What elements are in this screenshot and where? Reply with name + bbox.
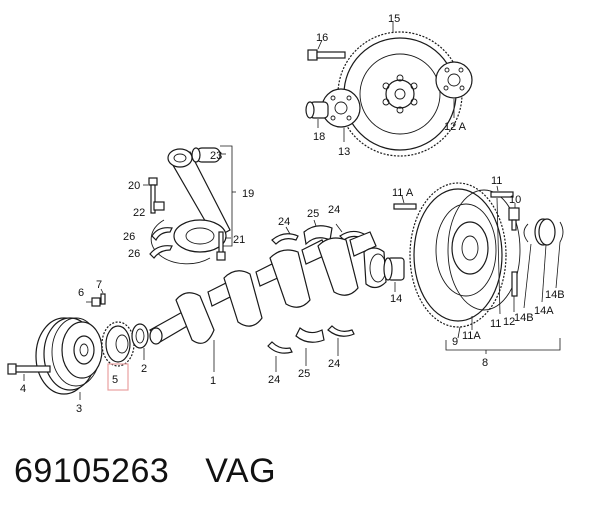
label-2: 2 [141,363,147,375]
label-14b-a: 14B [514,312,534,324]
bearing-shell-part-26 [149,227,173,259]
bolt-part-11a [393,195,417,210]
label-13: 13 [338,146,350,158]
label-7: 7 [96,279,102,291]
label-22: 22 [133,207,145,219]
label-14: 14 [390,293,402,305]
bolt-part-16 [307,39,346,61]
label-18: 18 [313,131,325,143]
label-26-b: 26 [128,248,140,260]
key-part-7 [100,288,106,305]
pulley-part-3 [35,317,103,400]
spring-part-14a [534,218,556,246]
seal-part-2 [131,323,149,360]
label-21: 21 [233,234,245,246]
label-20: 20 [128,180,140,192]
label-15: 15 [388,13,400,25]
bolt-part-4 [7,363,51,381]
bolt-part-6 [86,297,101,307]
label-11a-top: 11 A [392,187,414,199]
bush-part-23 [191,147,226,163]
label-4: 4 [20,383,26,395]
label-3: 3 [76,403,82,415]
label-1: 1 [210,375,216,387]
label-11-top: 11 [491,175,502,187]
part-number: 69105263 [14,452,170,490]
label-19: 19 [242,188,254,200]
label-8: 8 [482,357,488,369]
crankshaft-part-1 [149,231,387,372]
label-9: 9 [452,336,458,348]
nut-part-22 [153,201,165,211]
label-25-a: 25 [307,208,319,220]
connecting-rod-part-19 [150,145,236,265]
bolt-part-11 [490,185,514,198]
brand-name: VAG [205,452,277,490]
label-24-b: 24 [328,204,340,216]
label-24-a: 24 [278,216,290,228]
highlight-box-part-5 [107,363,129,391]
label-26-a: 26 [123,231,135,243]
bolt-part-10 [508,203,520,231]
flywheel-part-15 [337,31,463,157]
bolt-part-20 [143,177,158,214]
bolt-part-21 [216,231,231,261]
label-14b-b: 14B [545,289,565,301]
label-10: 10 [509,194,521,206]
plate-part-12a [435,61,473,118]
washer-part-12 [511,271,518,297]
label-24-d: 24 [328,358,340,370]
label-11-bottom: 11 [490,318,501,330]
label-24-c: 24 [268,374,280,386]
label-11a-bottom: 11A [462,330,481,342]
main-bearing-shells-bottom [267,325,355,372]
label-14a: 14A [534,305,554,317]
label-12: 12 [503,316,515,328]
ring-part-14b [523,221,564,243]
label-6: 6 [78,287,84,299]
bushing-part-18 [305,101,329,128]
needle-bearing-part-14 [383,257,405,292]
part-caption: 69105263 VAG [14,452,276,491]
label-16: 16 [316,32,328,44]
label-23: 23 [210,150,222,162]
timing-gear-part-5 [101,321,135,367]
label-5: 5 [112,374,118,386]
exploded-parts-diagram: 15 16 18 13 12 A 23 20 19 22 21 26 26 24… [7,13,565,415]
label-12a: 12 A [444,121,467,133]
flywheel-part-9 [409,182,521,328]
label-25-b: 25 [298,368,310,380]
